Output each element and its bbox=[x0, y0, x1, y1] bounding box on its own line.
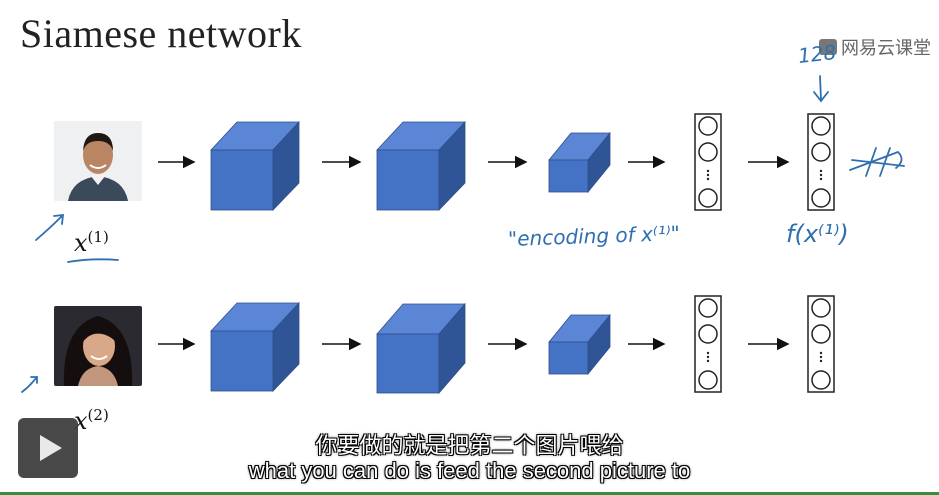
dimension-annotation: 128 bbox=[796, 40, 838, 68]
conv-block-1a bbox=[210, 120, 300, 211]
hand-arrow-x2 bbox=[21, 376, 38, 393]
input-photo-2 bbox=[54, 306, 142, 386]
input-photo-1 bbox=[54, 121, 142, 201]
hand-arrow-128 bbox=[813, 75, 829, 103]
subtitle-chinese: 你要做的就是把第二个图片喂给 bbox=[315, 433, 624, 458]
watermark: 网易云课堂 bbox=[819, 34, 931, 60]
hand-arrow-x1 bbox=[35, 213, 65, 241]
watermark-logo-icon bbox=[819, 39, 837, 55]
conv-block-3b bbox=[548, 313, 611, 376]
conv-block-2a bbox=[376, 120, 466, 211]
watermark-text: 网易云课堂 bbox=[841, 38, 931, 58]
slide-title: Siamese network bbox=[20, 11, 302, 56]
function-annotation: f(x⁽¹⁾) bbox=[786, 220, 849, 248]
input-label-x1: x(1) bbox=[74, 228, 109, 257]
input-label-x2-sup: (2) bbox=[87, 406, 109, 424]
conv-block-2b bbox=[376, 302, 466, 395]
input-label-x1-sup: (1) bbox=[87, 228, 109, 246]
video-progress-bar[interactable] bbox=[0, 492, 939, 495]
conv-block-3a bbox=[548, 131, 611, 194]
fc-layer-2a bbox=[694, 295, 722, 393]
subtitle-english: what you can do is feed the second pictu… bbox=[248, 458, 691, 483]
hand-scribble bbox=[849, 147, 905, 177]
hand-underline-x1 bbox=[67, 258, 119, 263]
encoding-vector-1 bbox=[807, 113, 835, 211]
conv-block-1b bbox=[210, 301, 300, 392]
encoding-vector-2 bbox=[807, 295, 835, 393]
play-icon[interactable] bbox=[18, 418, 78, 478]
fc-layer-1a bbox=[694, 113, 722, 211]
